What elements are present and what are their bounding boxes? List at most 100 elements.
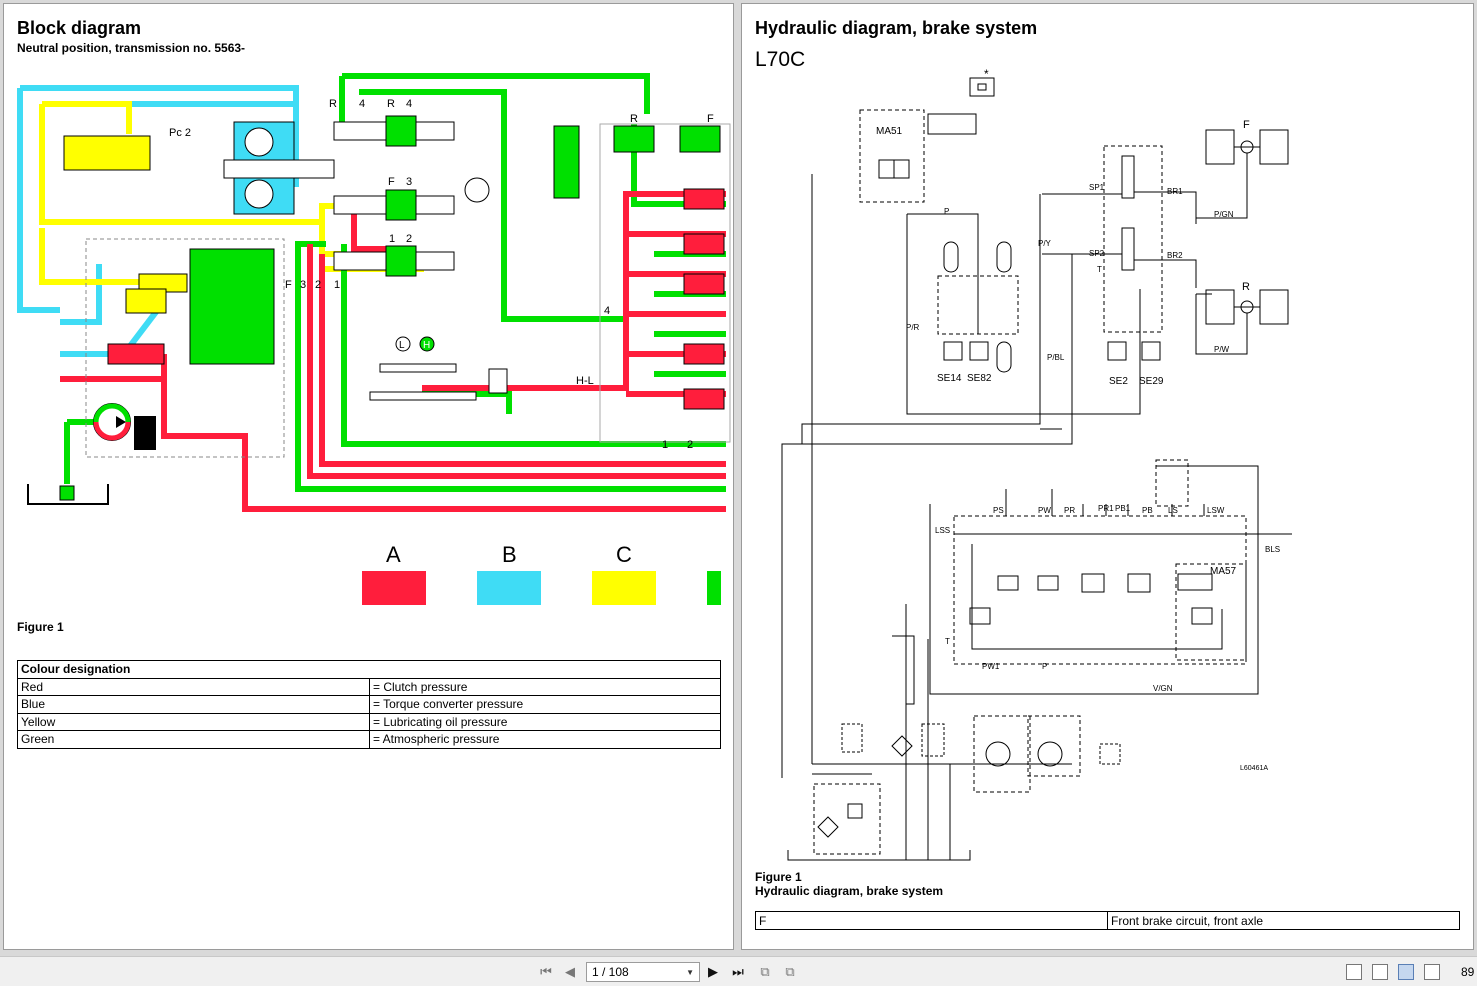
label-r-top: R <box>329 98 337 110</box>
colour-meaning: = Lubricating oil pressure <box>369 712 721 731</box>
label-ps: PS <box>993 506 1004 515</box>
page-left: Block diagram Neutral position, transmis… <box>3 3 734 950</box>
swatch-label-a: A <box>386 542 401 567</box>
colour-name: Green <box>17 730 370 749</box>
label-f-row-3: 3 <box>300 279 306 291</box>
colour-designation-table: Colour designation Red = Clutch pressure… <box>17 660 721 749</box>
label-f-valve: F <box>707 113 714 125</box>
label-4b: 4 <box>406 98 412 110</box>
table-row: Blue = Torque converter pressure <box>17 695 721 714</box>
label-ref: L60461A <box>1240 765 1268 772</box>
figure-label: Figure 1 <box>755 870 802 884</box>
table-row: Red = Clutch pressure <box>17 677 721 696</box>
label-se2: SE2 <box>1109 376 1128 387</box>
label-se82: SE82 <box>967 373 992 384</box>
label-f-row-f: F <box>285 279 292 291</box>
page-subtitle: Neutral position, transmission no. 5563- <box>17 41 246 55</box>
label-sp1: SP1 <box>1089 183 1105 192</box>
prev-page-icon[interactable]: ◀ <box>565 964 575 979</box>
label-hl: H-L <box>576 375 594 387</box>
swatch-c <box>592 571 656 605</box>
label-py: P/Y <box>1038 239 1052 248</box>
table-header: Colour designation <box>17 660 721 679</box>
label-r: R <box>387 98 395 110</box>
legend-key: F <box>755 911 1108 930</box>
label-lss: LSS <box>935 526 950 535</box>
viewer-toolbar: ⏮ ◀ 1 / 108 ▼ ▶ ⏭ ⧉ ⧉ 89 <box>0 956 1477 986</box>
label-sp2: SP2 <box>1089 249 1105 258</box>
legend-value: Front brake circuit, front axle <box>1107 911 1460 930</box>
label-ls: LS <box>1168 506 1178 515</box>
next-page-icon[interactable]: ▶ <box>708 964 718 979</box>
label-l: L <box>399 340 405 351</box>
colour-name: Yellow <box>17 712 370 731</box>
page-number-input[interactable]: 1 / 108 ▼ <box>586 962 700 982</box>
label-vgn: V/GN <box>1153 684 1173 693</box>
two-page-view-icon[interactable] <box>1398 964 1414 980</box>
hydraulic-brake-diagram: MA51 MA57 SE14 SE82 SE2 SE29 F R SP1 SP2… <box>781 67 1292 861</box>
label-f-row-1: 1 <box>334 279 340 291</box>
table-row: F Front brake circuit, front axle <box>755 911 1460 930</box>
label-pb1: PB1 <box>1115 504 1131 513</box>
page-title: Hydraulic diagram, brake system <box>755 18 1038 38</box>
single-page-view-icon[interactable] <box>1346 964 1362 980</box>
label-pr-top: PR <box>1064 506 1075 515</box>
table-row: Yellow = Lubricating oil pressure <box>17 712 721 731</box>
zoom-level[interactable]: 89 <box>1461 965 1475 979</box>
label-pbl: P/BL <box>1047 353 1065 362</box>
label-se29: SE29 <box>1139 376 1164 387</box>
label-pgn: P/GN <box>1214 210 1234 219</box>
label-r: R <box>1242 281 1250 293</box>
label-4a: 4 <box>359 98 365 110</box>
first-page-icon[interactable]: ⏮ <box>540 964 552 979</box>
label-two: 2 <box>406 233 412 245</box>
last-page-icon[interactable]: ⏭ <box>732 964 744 979</box>
colour-meaning: = Torque converter pressure <box>369 695 721 714</box>
page-title: Block diagram <box>17 18 142 38</box>
label-pb: PB <box>1142 506 1153 515</box>
continuous-view-icon[interactable] <box>1372 964 1388 980</box>
label-star: * <box>984 67 989 81</box>
label-f3-3: 3 <box>406 176 412 188</box>
legend-table: F Front brake circuit, front axle <box>755 911 1460 930</box>
two-page-continuous-view-icon[interactable] <box>1424 964 1440 980</box>
label-pr: P/R <box>906 323 920 332</box>
block-diagram: Pc 2 R 4 R 4 F 3 1 2 F 3 2 1 4 H-L L H R… <box>17 73 731 512</box>
rotate-cw-icon[interactable]: ⧉ <box>785 964 795 979</box>
label-br1: BR1 <box>1167 187 1183 196</box>
swatch-label-c: C <box>616 542 632 567</box>
swatch-b <box>477 571 541 605</box>
figure-label: Figure 1 <box>17 620 64 634</box>
colour-name: Blue <box>17 695 370 714</box>
label-lsw: LSW <box>1207 506 1225 515</box>
swatch-a <box>362 571 426 605</box>
page-right: Hydraulic diagram, brake system L70C <box>741 3 1474 950</box>
label-f: F <box>1243 119 1250 131</box>
label-bls: BLS <box>1265 545 1280 554</box>
figure-caption: Hydraulic diagram, brake system <box>755 884 944 898</box>
label-pw: P/W <box>1214 345 1230 354</box>
label-ma57: MA57 <box>1210 566 1237 577</box>
label-bottom-1: 1 <box>662 439 668 451</box>
rotate-ccw-icon[interactable]: ⧉ <box>760 964 770 979</box>
swatch-d <box>707 571 721 605</box>
label-pw1: PW1 <box>982 662 1000 671</box>
colour-meaning: = Clutch pressure <box>369 677 721 696</box>
label-h: H <box>423 340 430 351</box>
colour-meaning: = Atmospheric pressure <box>369 730 721 749</box>
label-four-mid: 4 <box>604 305 610 317</box>
label-se14: SE14 <box>937 373 962 384</box>
label-p-bottom: P <box>1042 662 1047 671</box>
page-indicator: 1 / 108 <box>592 965 629 979</box>
table-row: Green = Atmospheric pressure <box>17 730 721 749</box>
swatch-label-b: B <box>502 542 517 567</box>
document-viewer[interactable]: Block diagram Neutral position, transmis… <box>0 0 1477 956</box>
label-pw-top: PW <box>1038 506 1051 515</box>
chevron-down-icon[interactable]: ▼ <box>686 967 694 977</box>
label-one: 1 <box>389 233 395 245</box>
label-bottom-2: 2 <box>687 439 693 451</box>
colour-name: Red <box>17 677 370 696</box>
label-pc2: Pc 2 <box>169 127 191 139</box>
label-f3-f: F <box>388 176 395 188</box>
label-r-valve: R <box>630 113 638 125</box>
